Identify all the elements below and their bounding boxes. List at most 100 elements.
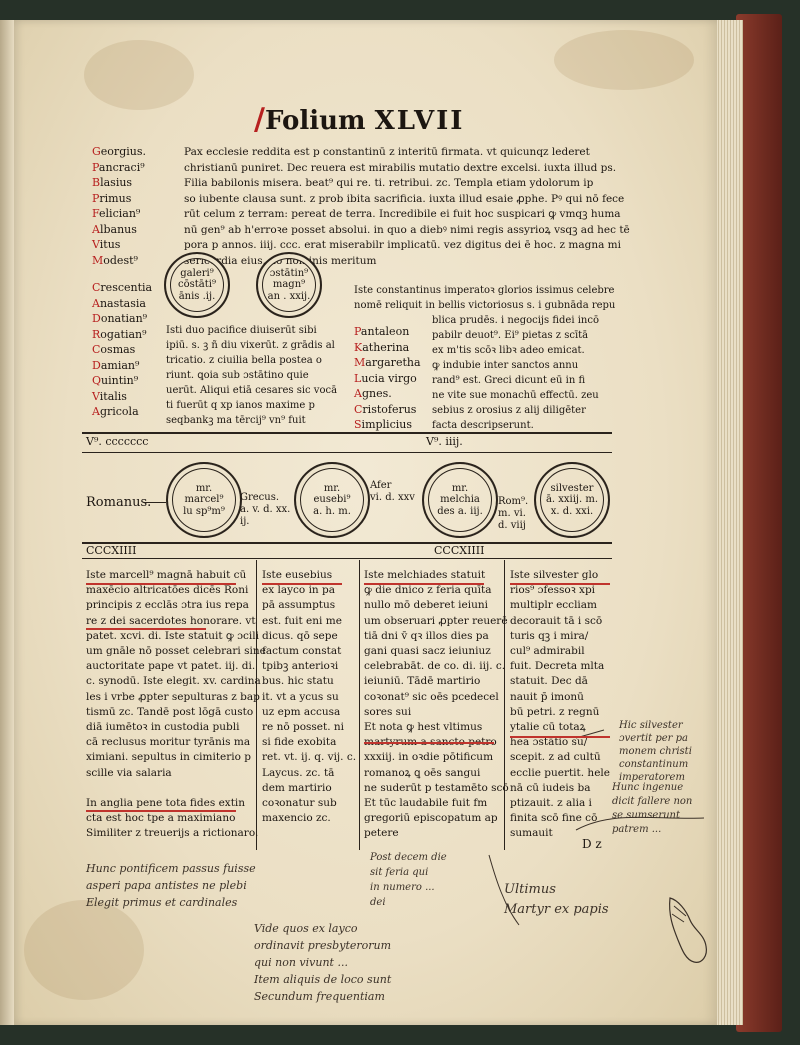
col_melchiades-line: sores sui [364,705,412,718]
stain [24,900,144,1000]
rom-note: Rom⁹.m. vi.d. viij [498,496,529,531]
page-mark: D z [582,837,602,851]
col_marcellus-line: Iste marcell⁹ magnā habuit cū [86,569,247,581]
main_intro-line: Pax ecclesie reddita est p constantinū z… [184,146,590,158]
folio-mark: / [254,102,265,137]
bottom_hand_left-line: Hunc pontificem passus fuisse [86,862,256,875]
bottom_hand_left-line: asperi papa antistes ne plebi [86,879,247,892]
col_melchiades-line: coꝛonat⁹ sic oēs pcedecel [364,690,499,703]
saints_col3-line: Lucia virgo [354,371,417,385]
col_eusebius-line: si fide exobita [262,736,337,749]
column-divider [359,560,360,850]
saints_col2-line: Crescentia [92,281,153,294]
saints_col1-line: Albanus [92,222,137,236]
isti_text-line: tricatio. z ciuilia bella postea o [166,355,322,366]
col_melchiades-line: ieiuniū. Tādē martirio [364,675,481,688]
margin_notes2-line: Hunc ingenue [612,782,684,793]
stain [84,40,194,110]
bottom-year-right: CCCXIIII [434,544,485,557]
saints_col3-line: Simplicius [354,418,412,431]
main_intro-line: Filia babilonis misera. beat⁹ qui re. ti… [184,177,594,189]
column-divider [256,560,257,850]
col_silvester-line: rios⁹ ɔfessoꝛ xpi [510,584,596,597]
saints_col2-line: Quintin⁹ [92,374,139,387]
col_melchiades-line: petere [364,827,399,840]
saints_col3-line: Pantaleon [354,325,410,338]
col_marcellus-line: c. synodū. Iste elegit. xv. cardina [86,675,261,688]
col_marcellus_end-line: In anglia pene tota fides extin [86,797,246,809]
col_silvester-line: turis qꝫ i mira/ [510,629,589,642]
col_melchiades-line: ne suderūt p testamēto scō [364,781,509,794]
rule [82,558,612,559]
saints_col3-line: Katherina [354,340,410,354]
bottom_hand_center-line: qui non vivunt ... [254,956,348,969]
col_melchiades-line: Et nota ꝙ hest vltimus [364,721,483,733]
col_eusebius-line: it. vt a ycus su [262,690,339,703]
romanus-label: Romanus. [86,495,152,510]
margin_notes-line: Hic silvester [619,720,683,731]
col_eusebius-line: dicus. qō sepe [262,629,338,642]
bottom_hand_center-line: Vide quos ex layco [254,922,358,935]
col_eusebius-line: coꝛonatur sub [262,797,337,809]
main_intro-line: pora p annos. iiij. ccc. erat miserabilr… [184,239,621,251]
main_intro-line: christianū puniret. Dec reuera est mirab… [184,161,617,174]
col_marcellus-line: diā iumētoꝛ in custodia publi [86,721,240,733]
margin_notes2-line: dicit fallere non [612,796,693,807]
col_melchiades-line: Iste melchiades statuit [364,569,486,581]
folio-label: Folium [264,106,366,136]
saints_col3-line: Cristoferus [354,402,417,416]
left-binding [0,20,14,1025]
col_melchiades-line: ꝙ die dnico z feria quīta [364,584,492,597]
col_eusebius-line: pā assumptus [262,599,336,612]
col_marcellus-line: re z dei sacerdotes honorare. vt [86,614,256,627]
col_eusebius-line: re nō posset. ni [262,721,345,733]
const_text-line: sebius z orosius z alij diligēter [432,405,586,416]
page-edges [713,20,743,1025]
saints_col1-line: Vitus [92,238,121,251]
col_marcellus-line: principis z ecclās ɔtra ius repa [86,599,249,612]
col_marcellus-line: les i vrbe ꝓpter sepulturas z bap [86,690,260,703]
col_marcellus-line: patet. xcvi. di. Iste statuit ꝙ ɔcili [86,629,259,642]
col_melchiades-line: nullo mō deberet ieiuni [364,599,488,612]
rubric-underline [262,583,342,585]
col_melchiades-line: Et tūc laudabile fuit fm [364,797,488,809]
year-left: V⁹. ccccccc [86,435,149,448]
col_silvester-line: sumauit [510,827,553,840]
saints_col1-line: Blasius [92,176,133,189]
isti_text-line: Isti duo pacifice diuiserūt sibi [166,325,317,336]
col_melchiades-line: romanoꝝ ꝗ oēs sangui [364,766,481,779]
ink-stroke [488,854,520,926]
col_marcellus_end-line: Similiter z treuerijs a rictionaro. [86,827,259,840]
col_eusebius-line: uz epm accusa [262,705,341,718]
col_melchiades-line: um obseruari ꝓpter reuerē [364,614,508,627]
const_text-line: pabilr deuot⁹. Ei⁹ pietas z scītā [432,330,589,341]
saints_col1-line: Pancraci⁹ [92,160,145,174]
saints_col2-line: Cosmas [92,343,136,356]
bottom_hand_mid-line: dei [370,897,386,908]
col_eusebius-line: dem martirio [262,781,332,794]
rule [144,502,166,503]
column-divider [504,560,505,850]
isti_text-line: riunt. ꝗoia sub ɔstātino quie [166,370,309,381]
saints_col2-line: Anastasia [92,296,146,310]
col_eusebius-line: bus. hic statu [262,675,334,688]
col_silvester-line: ytalie cū totaꝝ [510,721,586,733]
const_text-line: rand⁹ est. Greci dicunt eū in fi [432,375,586,386]
col_marcellus-line: maxēcio altricatōes dicēs Roni [86,584,249,597]
margin_notes2-line: se sumserunt [612,810,681,821]
rubric-underline [510,583,610,585]
year-right: V⁹. iiij. [426,435,463,448]
rubric-underline [86,583,236,585]
main_intro-line: nū gen⁹ ab h'erroꝛe posset absolui. in q… [184,223,630,236]
const_text-line: blica prudēs. i negocijs fidei incō [432,315,599,326]
col_silvester-line: ecclie puertit. hele [510,766,610,779]
col_silvester-line: Iste silvester glo [510,569,599,581]
col_eusebius-line: ex layco in pa [262,584,336,597]
const_text-line: ex m'tis scōꝛ libꝛ adeo emicat. [432,345,585,356]
col_marcellus-line: scille via salaria [86,766,172,779]
